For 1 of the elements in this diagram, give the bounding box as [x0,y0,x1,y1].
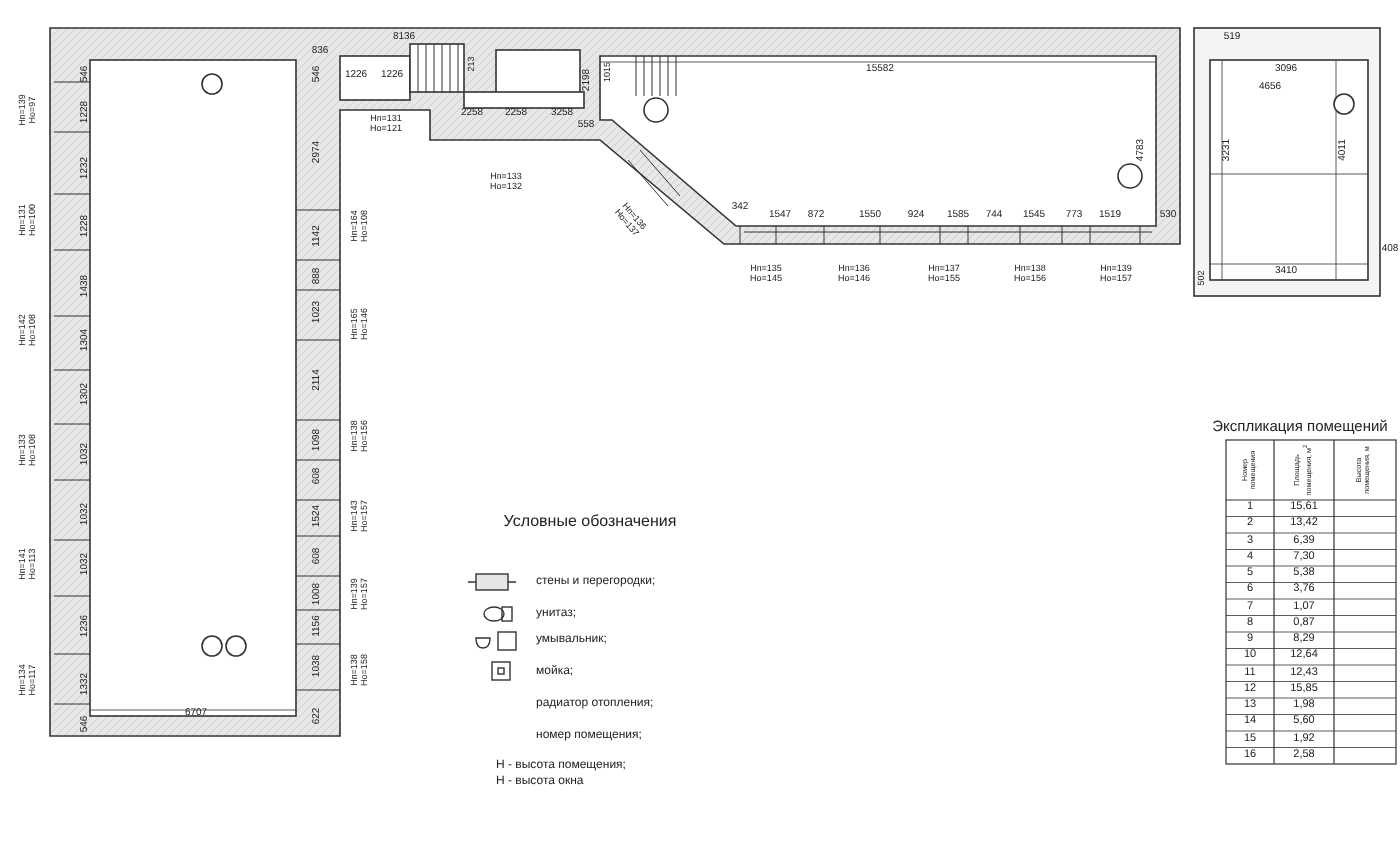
legend-title: Условные обозначения [503,514,677,530]
